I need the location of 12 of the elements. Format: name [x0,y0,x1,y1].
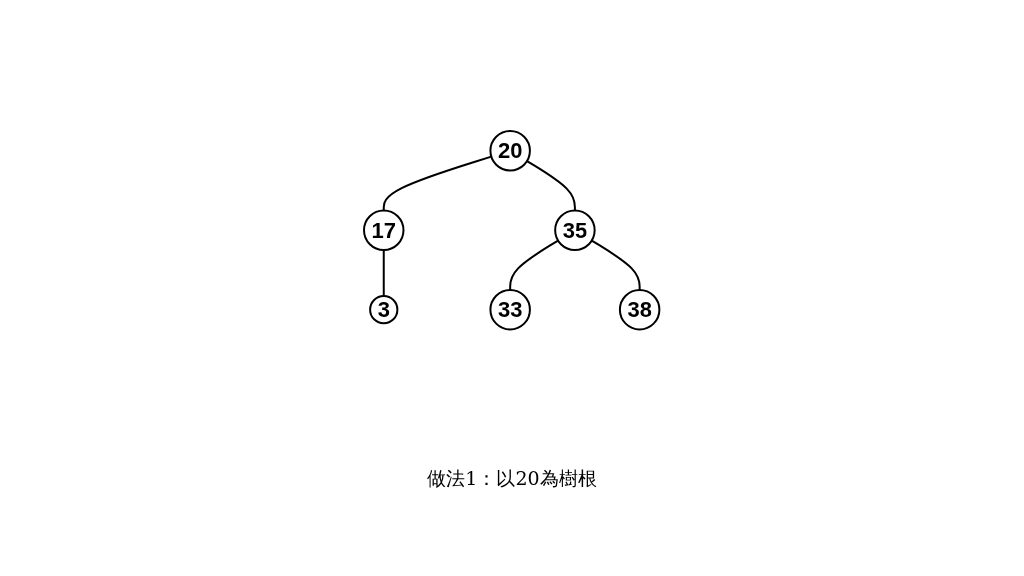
connector [383,248,386,297]
node-circle: 33 [489,288,532,331]
node-circle: 35 [554,209,596,251]
connector [526,159,577,212]
connector [591,239,641,291]
node-circle: 20 [489,129,532,172]
connector [383,155,493,212]
node-circle: 38 [619,288,661,331]
caption: 做法1：以20為樹根 [427,467,597,489]
node-circle: 17 [363,209,405,251]
connector [509,239,560,291]
node-circle: 3 [369,294,399,325]
